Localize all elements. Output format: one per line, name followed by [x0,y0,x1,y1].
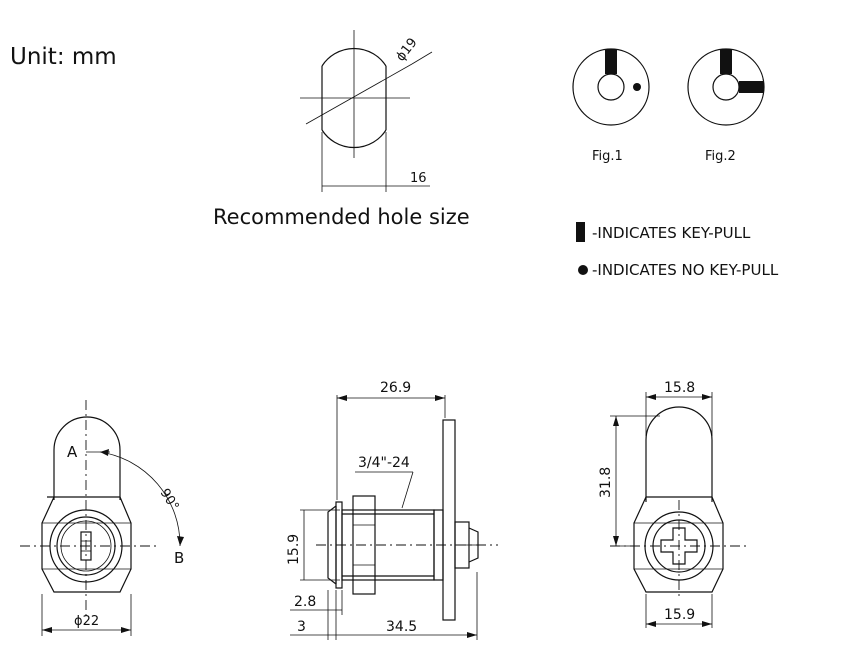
side-thread-label: 3/4"-24 [358,455,410,471]
hole-caption: Recommended hole size [213,205,470,229]
back-height-dim: 31.8 [598,467,614,498]
front-view [20,400,184,636]
fig2-label: Fig.2 [705,149,736,164]
side-height-dim: 15.9 [286,534,302,565]
side-top-dim: 26.9 [380,380,411,396]
back-top-dim: 15.8 [664,380,695,396]
side-offset-dim: 3 [297,619,306,635]
unit-label: Unit: mm [10,44,117,70]
back-view [610,392,750,628]
fig1-label: Fig.1 [592,149,623,164]
fig1-diagram [572,48,650,126]
hole-diameter-label: ϕ19 [393,35,420,64]
fig2-diagram [687,48,765,126]
front-angle-label: 90° [157,486,182,513]
side-flange-dim: 2.8 [294,594,316,610]
front-diameter-label: ϕ22 [74,614,99,629]
front-point-a: A [67,443,78,461]
hole-size-drawing: ϕ19 16 [300,30,433,192]
key-pull-symbol [576,222,585,242]
hole-flat-label: 16 [410,171,427,186]
front-point-b: B [174,549,184,567]
no-key-pull-symbol [578,265,588,275]
legend-key-pull: -INDICATES KEY-PULL [592,224,751,242]
side-view [290,395,498,640]
side-length-dim: 34.5 [386,619,417,635]
legend-no-key-pull: -INDICATES NO KEY-PULL [592,261,779,279]
back-bottom-dim: 15.9 [664,607,695,623]
